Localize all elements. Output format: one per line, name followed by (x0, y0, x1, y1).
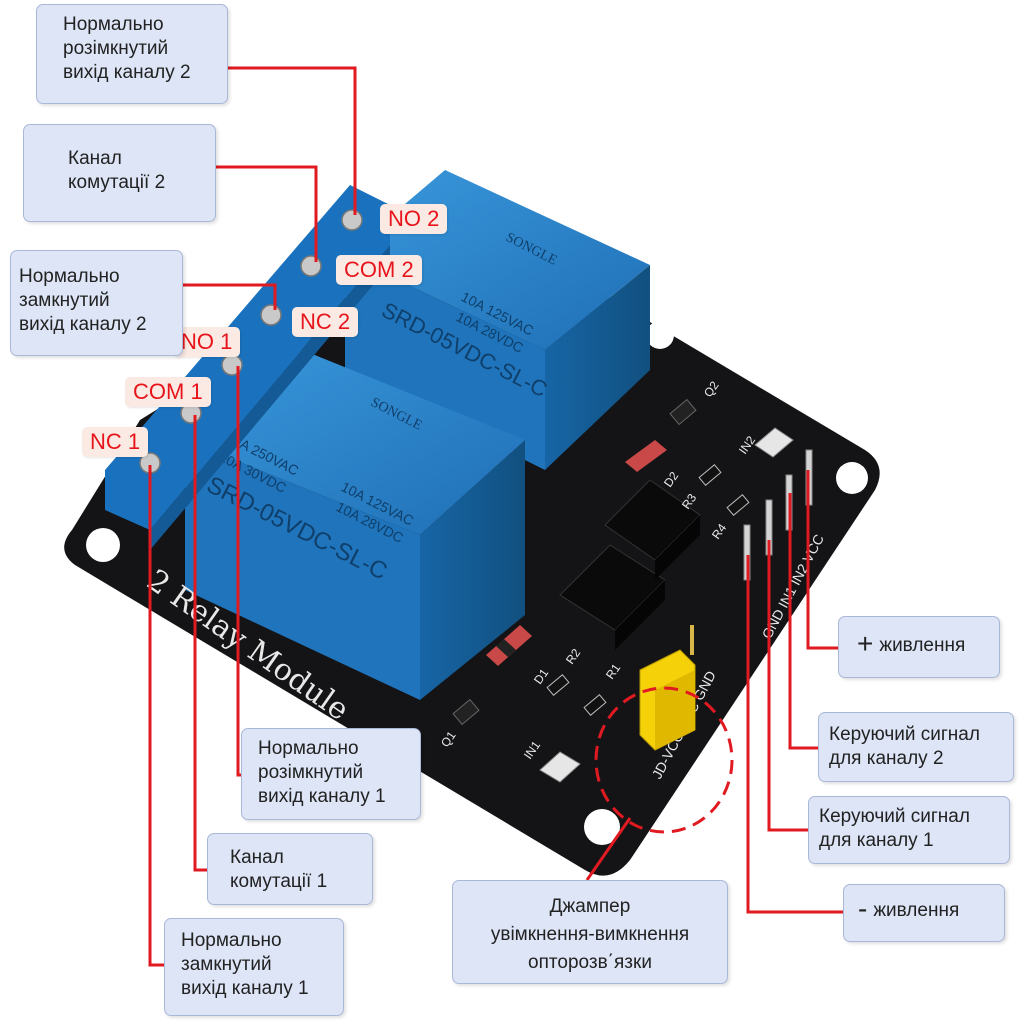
leader-plus (806, 470, 838, 650)
transistor-q1 (452, 698, 480, 726)
jumper-pin-3 (690, 625, 694, 655)
callout-nc-ch2: Нормально замкнутий вихід каналу 2 (10, 250, 183, 356)
callout-com-ch1: Канал комутації 1 (207, 833, 373, 905)
leader-no1 (236, 366, 241, 777)
optocoupler-1 (559, 544, 666, 650)
resistor-r4 (726, 494, 750, 516)
transistor-q2 (669, 398, 697, 426)
callout-plus-power: +живлення (838, 616, 1000, 678)
leader-nc2 (183, 283, 277, 310)
resistor-r1 (583, 694, 607, 716)
leader-com1 (193, 415, 207, 872)
leader-no2 (228, 66, 357, 215)
pin-label-no1: NO 1 (173, 327, 241, 357)
leader-lines (148, 66, 843, 967)
resistor-r2 (546, 674, 570, 696)
callout-com-ch2: Канал комутації 2 (23, 124, 216, 222)
callout-minus-power: -живлення (843, 884, 1005, 942)
pin-label-no2: NO 2 (380, 204, 448, 234)
pin-label-com2: COM 2 (336, 255, 422, 285)
pin-label-nc1: NC 1 (82, 427, 149, 457)
pin-label-nc2: NC 2 (292, 307, 359, 337)
optocoupler-2 (604, 479, 701, 580)
callout-jumper: Джампер увімкнення-вимкнення опторозв΄яз… (452, 880, 728, 984)
diode-d1 (486, 625, 532, 666)
resistor-r3 (698, 464, 722, 486)
callout-signal-ch1: Керуючий сигнал для каналу 1 (808, 796, 1010, 864)
callout-no-ch2: Нормально розімкнутий вихід каналу 2 (36, 4, 228, 104)
minus-symbol: - (858, 893, 868, 924)
leader-nc1 (148, 465, 164, 967)
leader-signal2 (788, 493, 818, 750)
callout-nc-ch1: Нормально замкнутий вихід каналу 1 (164, 918, 344, 1016)
leader-jumper (585, 817, 632, 881)
leader-signal1 (767, 540, 808, 832)
pin-label-com1: COM 1 (125, 377, 211, 407)
leader-minus (746, 555, 843, 914)
leader-com2 (216, 165, 318, 262)
jumper-highlight-circle (594, 686, 734, 834)
jumper-cap (639, 649, 696, 751)
led-in1 (539, 751, 581, 783)
led-in2 (754, 427, 794, 458)
callout-signal-ch2: Керуючий сигнал для каналу 2 (818, 712, 1014, 782)
callout-no-ch1: Нормально розімкнутий вихід каналу 1 (241, 728, 421, 820)
plus-symbol: + (857, 628, 874, 659)
diode-d2 (625, 440, 667, 472)
